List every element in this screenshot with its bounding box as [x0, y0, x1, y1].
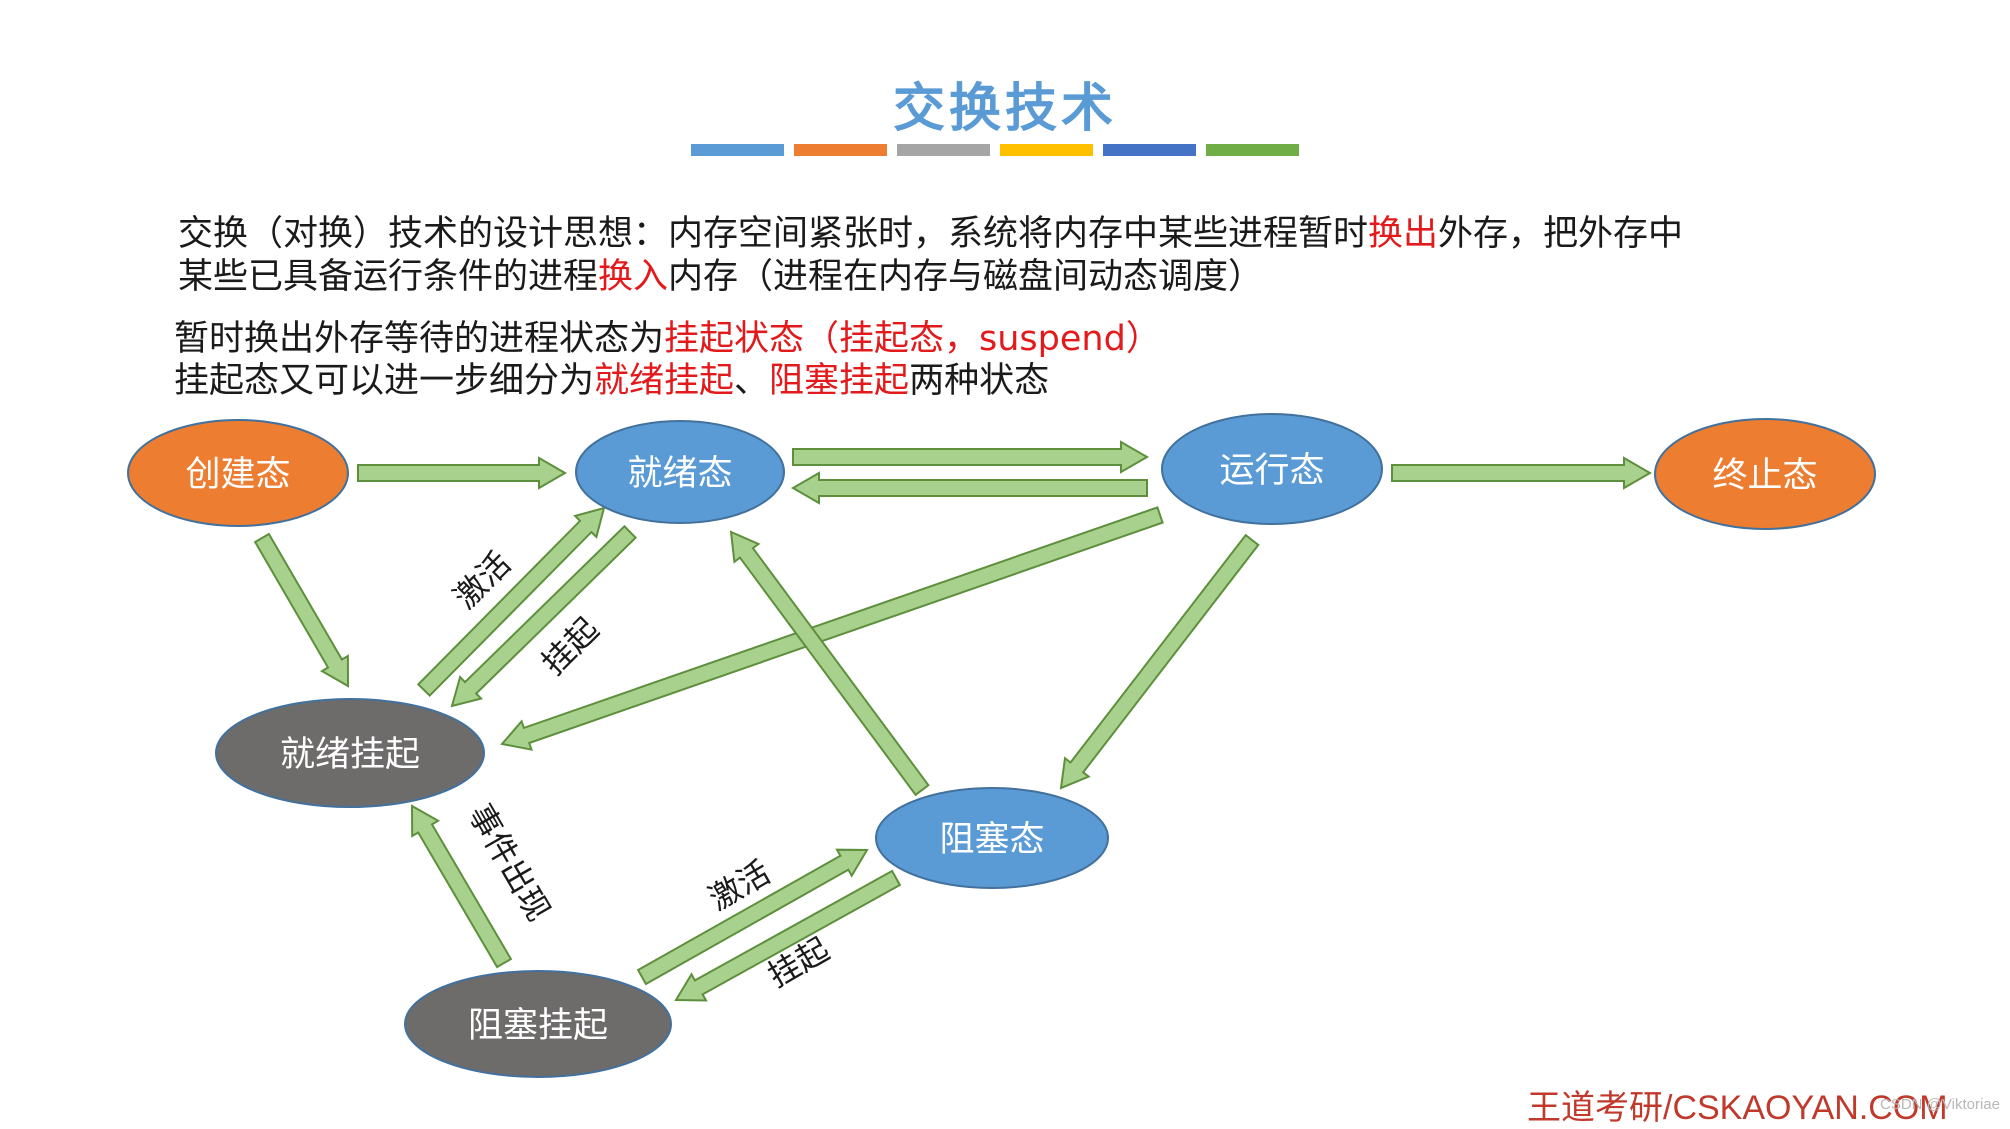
- state-running-shape: [1161, 413, 1383, 525]
- state-terminated: 终止态: [1654, 418, 1876, 530]
- arrow-blocked-to-ready: [729, 530, 930, 797]
- arrow-running-to-ready-suspend: [500, 506, 1164, 751]
- state-blocked-shape: [875, 787, 1109, 889]
- color-bar-6: [1206, 144, 1299, 156]
- state-ready-suspend-shape: [215, 698, 485, 808]
- paragraph-1-line-2: 某些已具备运行条件的进程换入内存（进程在内存与磁盘间动态调度）: [178, 248, 1263, 299]
- state-terminated-shape: [1654, 418, 1876, 530]
- watermark: CSDN @Viktoriae: [1880, 1096, 2000, 1113]
- text-segment: 某些已具备运行条件的进程: [178, 257, 599, 297]
- arrow-running-to-terminated: [1391, 456, 1653, 490]
- color-bar-4: [1000, 144, 1093, 156]
- text-segment: 暂时换出外存等待的进程状态为: [174, 319, 665, 359]
- text-segment: 两种状态: [909, 361, 1050, 401]
- text-segment: 挂起态又可以进一步细分为: [174, 361, 595, 401]
- arrow-suspend-blocked-to-blocked-suspend: [674, 869, 902, 1002]
- highlight-swap-out: 换出: [1368, 214, 1439, 254]
- state-ready: 就绪态: [575, 420, 785, 524]
- state-blocked: 阻塞态: [875, 787, 1109, 889]
- highlight-swap-in: 换入: [598, 257, 669, 297]
- color-bar-3: [897, 144, 990, 156]
- highlight-blocked-suspend: 阻塞挂起: [769, 361, 910, 401]
- state-blocked-label: 阻塞态: [939, 820, 1044, 860]
- arrow-create-to-ready-suspend: [253, 532, 350, 688]
- state-create-label: 创建态: [185, 455, 290, 495]
- color-bar-1: [691, 144, 784, 156]
- state-create-shape: [127, 419, 349, 527]
- text-segment: 交换（对换）技术的设计思想：内存空间紧张时，系统将内存中某些进程暂时: [178, 214, 1369, 254]
- arrow-event-blocked-suspend-to-ready-suspend: [410, 804, 513, 969]
- footer-brand: 王道考研/CSKAOYAN.COM: [1527, 1089, 1948, 1127]
- title-color-bars: [691, 144, 1299, 156]
- arrow-suspend-ready-to-ready-suspend: [450, 524, 638, 708]
- text-segment: 外存，把外存中: [1438, 214, 1684, 254]
- state-blocked-suspend-label: 阻塞挂起: [468, 1006, 608, 1046]
- state-ready-suspend-label: 就绪挂起: [280, 735, 420, 775]
- text-segment: 内存（进程在内存与磁盘间动态调度）: [668, 257, 1264, 297]
- paragraph-2-line-2: 挂起态又可以进一步细分为就绪挂起、阻塞挂起两种状态: [174, 352, 1049, 403]
- state-ready-label: 就绪态: [627, 454, 732, 494]
- state-terminated-label: 终止态: [1712, 456, 1817, 496]
- arrow-running-to-blocked: [1059, 533, 1260, 790]
- highlight-ready-suspend: 就绪挂起: [594, 361, 735, 401]
- text-segment: 、: [734, 361, 770, 401]
- transition-arrows: [253, 440, 1653, 1002]
- state-blocked-suspend-shape: [404, 970, 672, 1078]
- state-ready-suspend: 就绪挂起: [215, 698, 485, 808]
- state-ready-shape: [575, 420, 785, 524]
- state-running-label: 运行态: [1219, 451, 1324, 491]
- arrow-ready-to-running: [792, 440, 1150, 474]
- highlight-suspend-state: 挂起状态（挂起态，suspend）: [664, 319, 1161, 359]
- arrow-create-to-ready: [357, 456, 568, 490]
- paragraph-1-line-1: 交换（对换）技术的设计思想：内存空间紧张时，系统将内存中某些进程暂时换出外存，把…: [178, 205, 1683, 256]
- arrow-activate-blocked-suspend-to-blocked: [636, 848, 869, 986]
- state-running: 运行态: [1161, 413, 1383, 525]
- color-bar-5: [1103, 144, 1196, 156]
- state-create: 创建态: [127, 419, 349, 527]
- color-bar-2: [794, 144, 887, 156]
- arrow-running-to-ready: [790, 471, 1148, 505]
- state-blocked-suspend: 阻塞挂起: [404, 970, 672, 1078]
- arrow-activate-ready-suspend-to-ready: [416, 506, 606, 698]
- slide-title: 交换技术: [892, 79, 1117, 139]
- paragraph-2-line-1: 暂时换出外存等待的进程状态为挂起状态（挂起态，suspend）: [174, 310, 1161, 361]
